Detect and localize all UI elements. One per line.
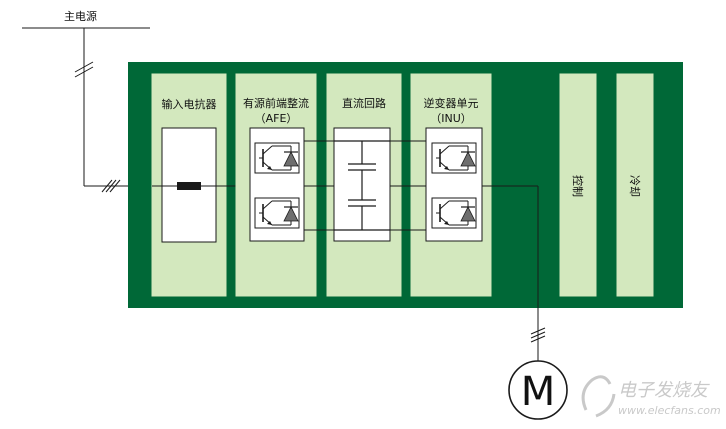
inu-circuit-box (425, 127, 483, 242)
watermark-url: www.elecfans.com (618, 404, 721, 417)
inu-label-line1: 逆变器单元 (424, 96, 479, 110)
afe-label-line1: 有源前端整流 (243, 96, 309, 110)
cooling-module (616, 73, 654, 297)
three-phase-mark-top (74, 61, 94, 78)
supply-label: 主电源 (64, 9, 97, 23)
motor-circle (508, 360, 568, 420)
cooling-label: 冷却 (628, 175, 641, 197)
reactor-coil (177, 182, 201, 190)
dc-bus-lines (304, 140, 426, 231)
three-phase-mark-input (101, 179, 121, 193)
watermark-text: 电子发烧友 (618, 380, 710, 401)
control-label: 控制 (571, 175, 585, 197)
three-phase-mark-motor (530, 327, 546, 343)
afe-label-line2: （AFE） (255, 112, 298, 125)
control-module (559, 73, 597, 297)
dc-link-label: 直流回路 (342, 96, 386, 110)
dc-link-capacitors (334, 140, 390, 231)
inu-label-line2: （INU） (430, 112, 472, 125)
watermark-logo-icon (581, 375, 616, 418)
reactor-label: 输入电抗器 (162, 97, 217, 111)
motor-label: M (521, 369, 556, 415)
afe-circuit-box (249, 127, 305, 242)
